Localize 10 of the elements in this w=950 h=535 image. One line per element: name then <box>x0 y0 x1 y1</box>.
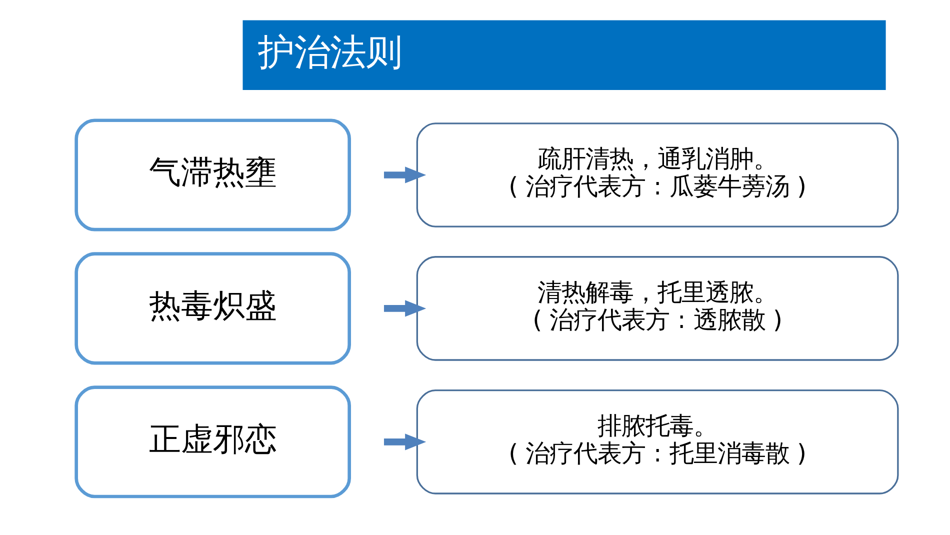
node-box: 正虚邪恋 <box>74 386 351 498</box>
diagram-title: 护治法则 <box>258 30 402 74</box>
arrow <box>384 434 426 450</box>
node-box: 疏肝清热，通乳消肿。 ( 治疗代表方 : 瓜蒌牛蒡汤 ) <box>416 122 899 228</box>
node-box: 气滞热壅 <box>74 118 351 232</box>
node-box: 热毒炽盛 <box>74 252 351 365</box>
node-box: 清热解毒，托里透脓。 ( 治疗代表方 : 透脓散 ) <box>416 256 899 361</box>
arrow <box>384 166 426 184</box>
node-box: 排脓托毒。 ( 治疗代表方 : 托里消毒散 ) <box>416 390 899 494</box>
arrow <box>384 300 426 317</box>
